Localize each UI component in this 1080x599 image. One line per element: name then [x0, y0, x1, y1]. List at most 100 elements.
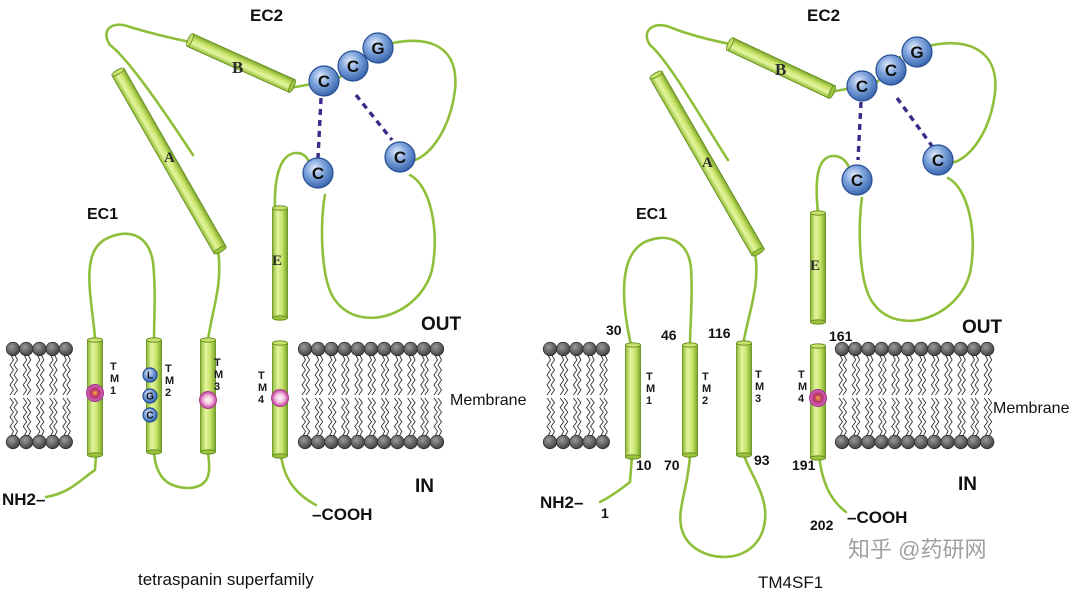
- lipid-head: [45, 434, 60, 450]
- right-ec2-residue-c2-letter: C: [885, 61, 897, 80]
- residue-number-202: 202: [810, 517, 834, 533]
- loop-segment-9: [320, 173, 436, 319]
- disulfide-bond-3: [895, 96, 934, 148]
- lipid-head: [429, 341, 445, 357]
- residue-number-30: 30: [606, 322, 622, 338]
- lipid-tail: [345, 354, 350, 396]
- lipid-tail: [970, 354, 976, 396]
- lipid-tail: [341, 397, 346, 437]
- lipid-tail: [572, 397, 578, 437]
- right-nterm-label: NH2–: [540, 493, 583, 512]
- lipid-tail: [546, 354, 552, 396]
- left-nterm-label: NH2–: [2, 490, 45, 509]
- residue-number-191: 191: [792, 457, 816, 473]
- loop-segment-2: [152, 450, 211, 490]
- lipid-tail: [895, 397, 900, 437]
- lipid-tail: [851, 354, 857, 396]
- lipid-head: [403, 434, 418, 450]
- lipid-head: [848, 341, 863, 357]
- loop-segment-1: [88, 232, 156, 342]
- lipid-head: [58, 434, 73, 450]
- lipid-tail: [987, 397, 993, 437]
- left-tm1-label-char: T: [110, 361, 117, 373]
- lipid-tail: [934, 354, 940, 396]
- lipid-head: [980, 434, 995, 450]
- lipid-tail: [599, 354, 604, 396]
- right-tm1-label-char: T: [646, 371, 653, 383]
- watermark-text: 知乎 @药研网: [848, 537, 986, 562]
- left-tm3-helix-cap: [200, 449, 216, 455]
- left-helix-b-cap: [186, 33, 194, 47]
- right-tm3-label-char: T: [755, 369, 762, 381]
- lipid-head: [403, 341, 418, 357]
- left-ec2-residue-c2: [337, 50, 369, 82]
- left-tm4-label-char: T: [258, 370, 265, 382]
- left-tm1-marker: [86, 384, 104, 402]
- right-tm4-helix-cap: [810, 455, 826, 461]
- left-tm4-label-char: 4: [258, 394, 265, 406]
- lipid-tail: [970, 397, 976, 437]
- lipid-tail: [838, 354, 844, 396]
- lipid-head: [311, 434, 326, 450]
- right-helix-a: [649, 70, 765, 257]
- disulfide-bond-1: [354, 93, 394, 142]
- left-tm2-residue-g-letter: G: [146, 392, 154, 403]
- right-bilayer-outer: [542, 341, 610, 450]
- lipid-tail: [983, 397, 989, 437]
- lipid-head: [861, 341, 876, 357]
- lipid-tail: [393, 354, 399, 396]
- lipid-tail: [948, 354, 953, 396]
- lipid-tail: [917, 354, 923, 396]
- residue-number-1: 1: [601, 505, 609, 521]
- right-ec2-residue-g-letter: G: [910, 43, 923, 62]
- left-caption: tetraspanin superfamily: [138, 570, 314, 589]
- lipid-tail: [550, 354, 556, 396]
- lipid-tail: [891, 354, 896, 396]
- lipid-tail: [424, 354, 429, 396]
- left-tm3-label-char: 3: [214, 381, 220, 393]
- lipid-tail: [53, 354, 58, 396]
- left-tm3-helix-cap: [200, 337, 216, 343]
- left-ec2-label: EC2: [250, 6, 283, 25]
- lipid-tail: [878, 354, 883, 396]
- right-ec2-label: EC2: [807, 6, 840, 25]
- right-tm2-label-char: T: [702, 371, 709, 383]
- right-tm3-helix: [736, 340, 752, 458]
- lipid-head: [5, 341, 21, 357]
- lipid-tail: [961, 397, 966, 437]
- left-cterm-label: –COOH: [312, 505, 372, 524]
- lipid-head: [416, 434, 431, 450]
- right-helix-e-label: E: [810, 258, 820, 274]
- residue-number-10: 10: [636, 457, 652, 473]
- lipid-tail: [957, 354, 962, 396]
- lipid-tail: [367, 354, 373, 396]
- residue-number-93: 93: [754, 452, 770, 468]
- left-tm4-helix-cap: [272, 340, 288, 346]
- lipid-tail: [35, 354, 41, 396]
- lipid-tail: [437, 354, 443, 396]
- lipid-head: [940, 434, 955, 450]
- left-tm3-marker: [199, 391, 217, 409]
- right-helix-a-cap: [649, 70, 663, 80]
- lipid-tail: [62, 397, 67, 437]
- lipid-tail: [384, 354, 390, 396]
- right-tm4-label-char: M: [798, 381, 807, 393]
- lipid-tail: [855, 354, 861, 396]
- lipid-head: [887, 341, 902, 357]
- lipid-tail: [354, 397, 359, 437]
- lipid-tail: [563, 397, 569, 437]
- lipid-head: [377, 341, 392, 357]
- lipid-tail: [433, 354, 439, 396]
- left-tm2-residue-c-letter: C: [146, 411, 153, 422]
- lipid-head: [940, 341, 955, 357]
- right-tm1-helix-cap: [625, 342, 641, 348]
- lipid-tail: [878, 397, 883, 437]
- lipid-head: [363, 434, 379, 450]
- left-tm1-helix-cap: [87, 337, 103, 343]
- lipid-head: [324, 434, 339, 450]
- left-tm3-label-char: T: [214, 357, 221, 369]
- lipid-tail: [586, 354, 591, 396]
- left-helix-b-cap: [288, 79, 296, 93]
